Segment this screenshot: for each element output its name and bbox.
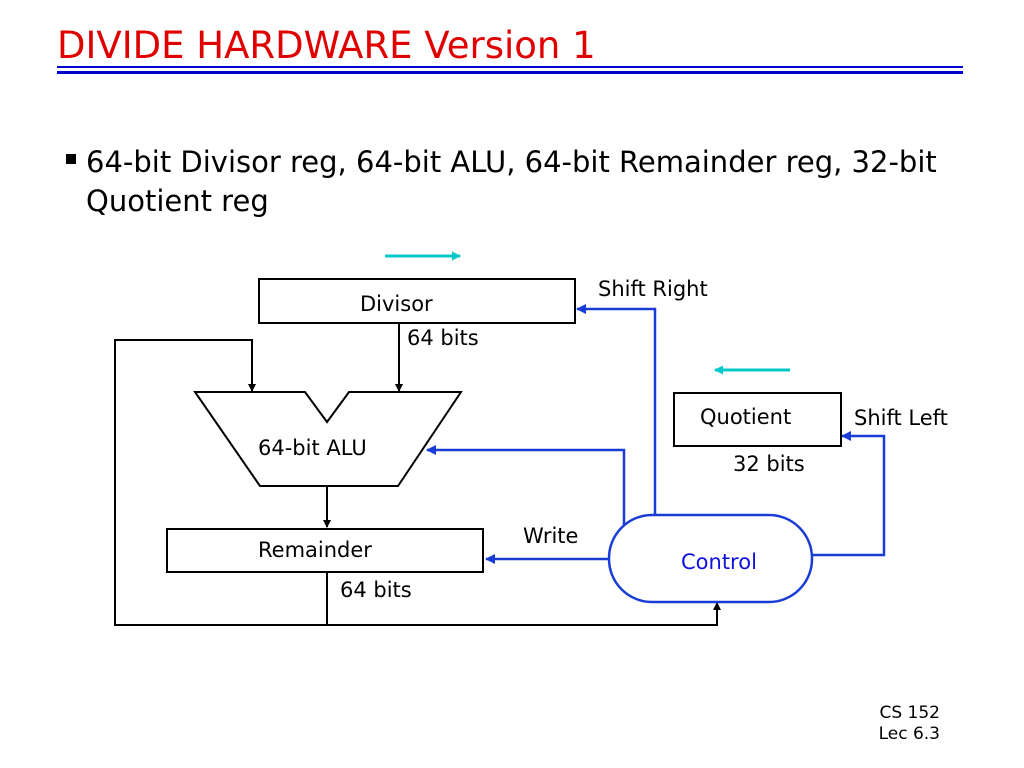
- shift-left-label: Shift Left: [854, 406, 948, 430]
- remainder-to-control-wire: [327, 602, 721, 626]
- shift-right-label: Shift Right: [598, 277, 708, 301]
- write-label: Write: [523, 524, 579, 548]
- alu-shape: [193, 391, 463, 487]
- slide-title: DIVIDE HARDWARE Version 1: [57, 24, 596, 67]
- control-label: Control: [681, 550, 757, 574]
- remainder-bits-label: 64 bits: [340, 578, 412, 602]
- control-to-divisor-wire: [576, 304, 657, 515]
- bullet-marker: [66, 154, 76, 164]
- remainder-feedback-wire: [114, 339, 328, 626]
- quotient-label: Quotient: [700, 405, 792, 429]
- remainder-label: Remainder: [258, 538, 372, 562]
- alu-label: 64-bit ALU: [258, 436, 367, 460]
- quotient-register: [673, 392, 842, 447]
- remainder-register: [166, 528, 484, 573]
- slide-footer: CS 152 Lec 6.3: [860, 703, 940, 745]
- control-to-quotient-wire: [812, 431, 886, 557]
- quotient-bits-label: 32 bits: [733, 452, 805, 476]
- control-to-alu-wire: [426, 445, 626, 525]
- bullet-text: 64-bit Divisor reg, 64-bit ALU, 64-bit R…: [86, 145, 937, 218]
- course-label: CS 152: [879, 703, 940, 723]
- title-underline: [57, 66, 963, 74]
- lecture-label: Lec 6.3: [878, 724, 940, 744]
- divisor-bits-label: 64 bits: [407, 326, 479, 350]
- divisor-label: Divisor: [360, 292, 433, 316]
- divisor-register: [258, 278, 576, 324]
